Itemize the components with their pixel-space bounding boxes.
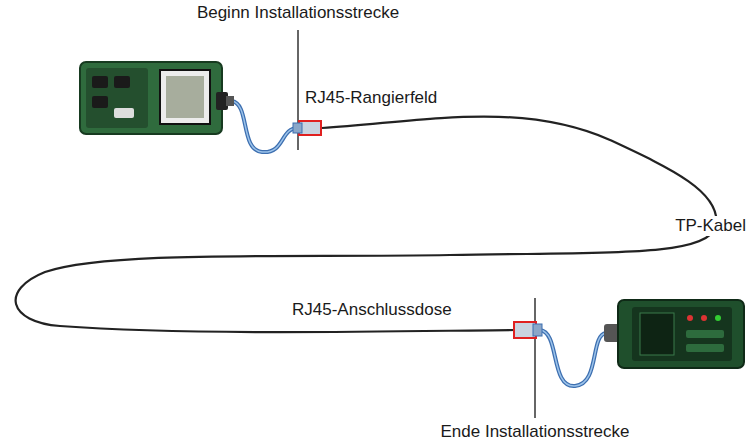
label-text: Beginn Installationsstrecke bbox=[195, 3, 401, 23]
patch-cord bbox=[232, 101, 298, 152]
cable-tester bbox=[604, 300, 744, 368]
patch-cord bbox=[232, 101, 298, 152]
patch-cord bbox=[540, 330, 606, 386]
label-text: RJ45-Anschlussdose bbox=[290, 300, 454, 320]
rj45-plug bbox=[533, 324, 542, 336]
boundary-line bbox=[534, 298, 536, 418]
label-text: Ende Installationsstrecke bbox=[439, 422, 632, 442]
label-text: RJ45-Rangierfeld bbox=[303, 88, 439, 108]
label-text: TP-Kabel bbox=[673, 216, 748, 236]
rj45-plug bbox=[293, 123, 302, 133]
cable-tester bbox=[80, 62, 234, 134]
tp-cable bbox=[16, 117, 717, 333]
patch-cord bbox=[540, 330, 606, 386]
